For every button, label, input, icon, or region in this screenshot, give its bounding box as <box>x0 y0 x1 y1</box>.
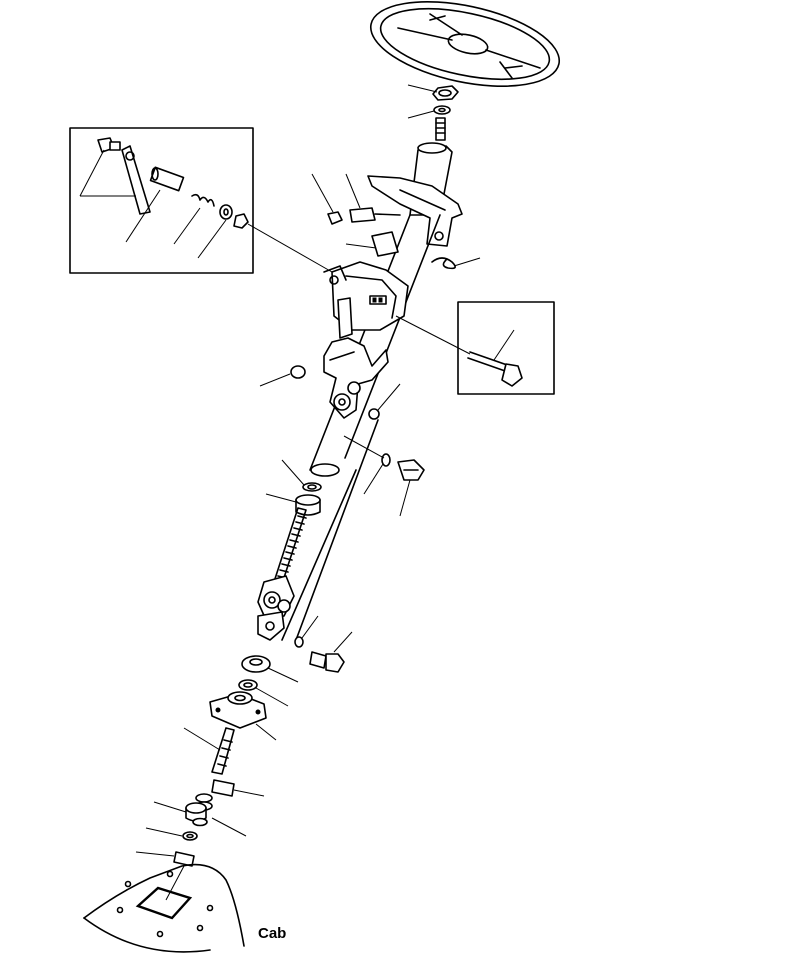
bushing <box>265 493 321 516</box>
cab-floor <box>83 863 245 953</box>
hex-bolt <box>309 631 353 673</box>
spacer-bushing <box>281 459 322 492</box>
clamp-bolt <box>211 779 265 797</box>
tilt-bracket-lower <box>323 337 389 419</box>
grease-fitting <box>397 459 425 517</box>
switch-block <box>311 173 343 225</box>
cover-plate <box>345 231 399 257</box>
tilt-bracket <box>367 175 463 247</box>
detail-box-connector <box>247 223 333 273</box>
clip <box>431 257 481 270</box>
pin-bolt <box>368 383 401 420</box>
detail-box-bolt <box>395 301 555 395</box>
washer-bottom <box>135 827 198 867</box>
cab-label: Cab <box>258 925 287 942</box>
wheel-nut <box>407 84 459 101</box>
rubber-boot <box>241 655 299 683</box>
washer-small <box>343 435 391 495</box>
floor-opening <box>135 865 193 920</box>
stub-shaft <box>183 727 235 775</box>
universal-joint-upper <box>257 575 295 621</box>
column-tube <box>281 214 441 641</box>
steering-wheel <box>369 1 561 87</box>
collar <box>153 801 247 837</box>
detail-box-lever <box>69 127 254 274</box>
switch-connector <box>345 173 401 223</box>
seal-ring <box>238 679 289 707</box>
knob-nut <box>259 365 306 387</box>
universal-joint-lower <box>257 611 285 641</box>
washer-lower <box>294 615 319 648</box>
wheel-washer <box>407 105 451 119</box>
flange-mount <box>209 691 277 741</box>
tilt-lock-housing <box>323 261 409 339</box>
